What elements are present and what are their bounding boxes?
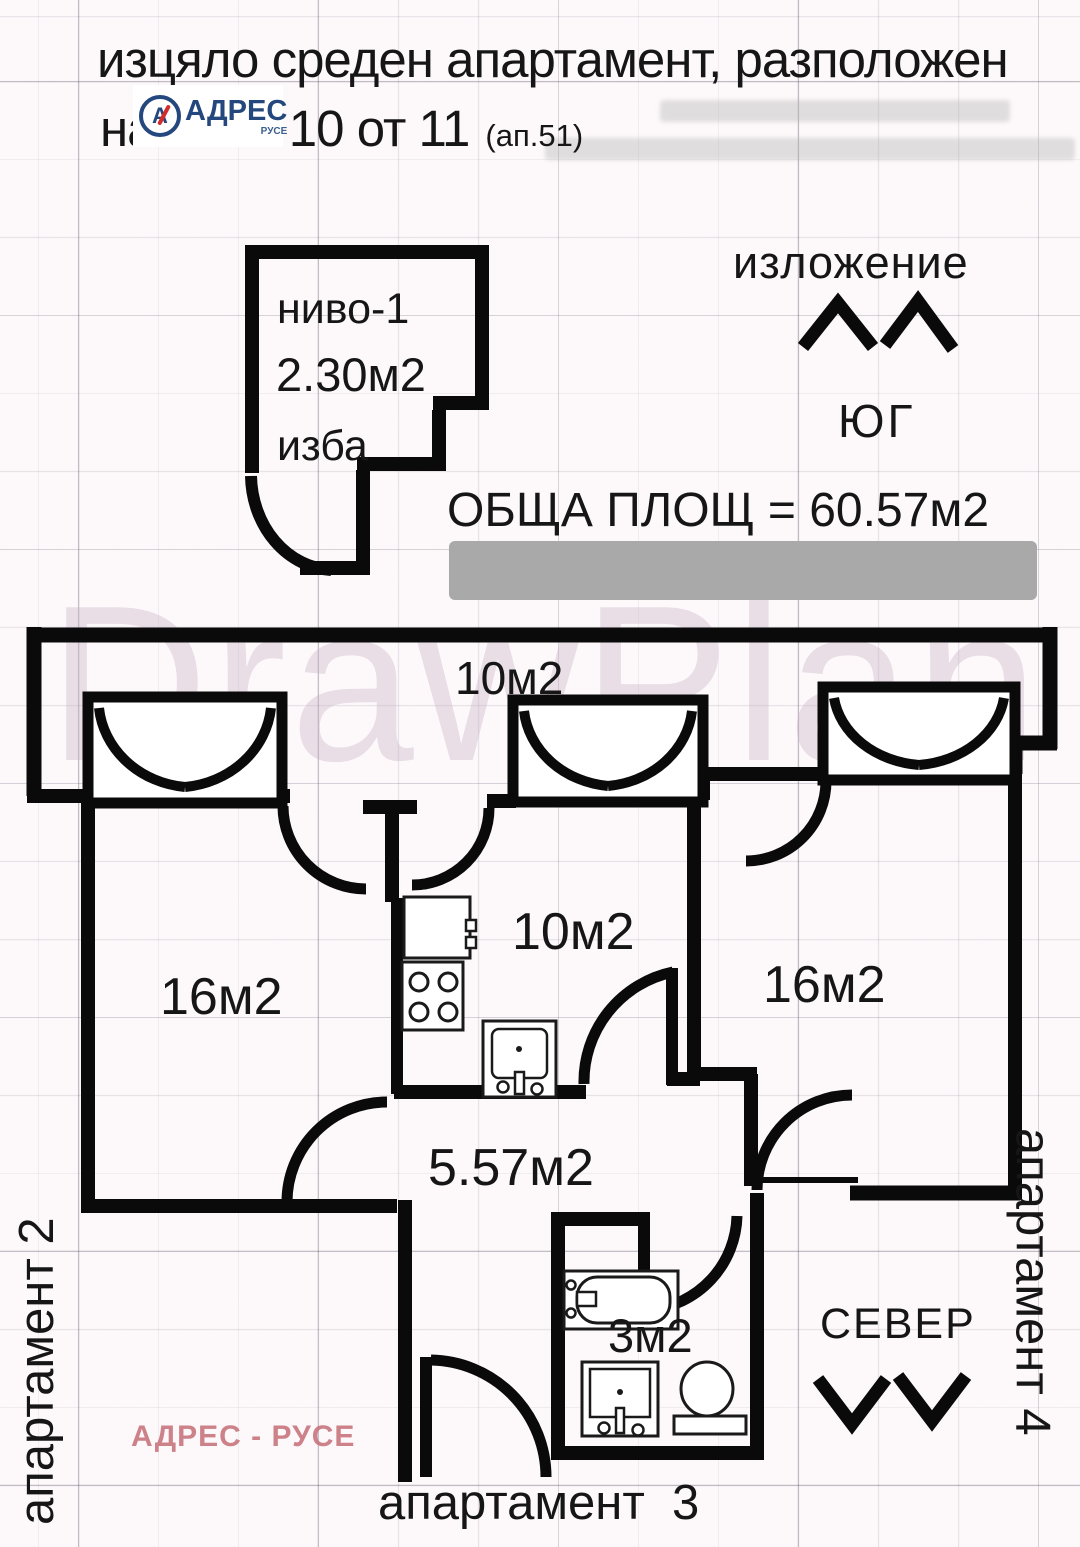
bathroom-area-label: 3м2 (608, 1309, 693, 1362)
exposure-label: изложение (733, 237, 969, 288)
storage-level-label: ниво-1 (277, 285, 410, 333)
logo-a-icon: А (139, 95, 181, 137)
door-arcs (277, 780, 853, 1478)
logo-city: РУСЕ (260, 125, 288, 137)
door-mullion (363, 800, 417, 902)
total-area-label: ОБЩА ПЛОЩ = 60.57м2 (447, 484, 990, 537)
window-icon (507, 694, 709, 808)
bathroom-fixtures (562, 1269, 748, 1438)
storage-area-label: 2.30м2 (276, 348, 426, 401)
south-chevron-icon (879, 290, 959, 353)
erased-text-smudge (545, 138, 1075, 160)
neighbor-apartment-4-label: апартамент 4 (1005, 1128, 1060, 1436)
stove-icon (400, 960, 465, 1032)
kitchen-area-label: 10м2 (512, 903, 635, 961)
bathroom-walls (551, 1193, 764, 1460)
agency-watermark: АДРЕС - РУСЕ (131, 1420, 356, 1453)
gray-redaction-bar (449, 541, 1037, 600)
corridor-door-arc (751, 1089, 853, 1191)
south-chevron-icon (797, 292, 879, 352)
kitchen-door-arc (578, 966, 675, 1085)
balcony-door-arc-left (277, 805, 367, 895)
bathroom-sink-icon (580, 1360, 660, 1438)
north-chevron-icon (892, 1372, 972, 1432)
windows (82, 681, 1021, 809)
storage-room-walls (245, 245, 489, 576)
balcony-area-label: 10м2 (455, 652, 564, 704)
erased-text-smudge (660, 100, 1010, 122)
kitchen-sink-icon (481, 1019, 558, 1099)
north-label: СЕВЕР (820, 1300, 976, 1348)
bathtub-icon (562, 1269, 680, 1331)
agency-logo: А АДРЕС РУСЕ (133, 85, 287, 147)
north-chevron-icon (812, 1375, 892, 1435)
room-right-area-label: 16м2 (763, 956, 886, 1014)
window-icon (817, 681, 1021, 786)
room-left-area-label: 16м2 (160, 968, 283, 1026)
neighbor-apartment-3-label: апартамент 3 (378, 1476, 700, 1530)
toilet-icon (672, 1360, 748, 1436)
kitchen-fixtures (400, 895, 558, 1099)
logo-name: АДРЕС (185, 94, 288, 127)
room-left-door-arc (281, 1096, 388, 1203)
room-right-door-arc (745, 780, 832, 867)
corridor-area-label: 5.57м2 (428, 1139, 594, 1197)
neighbor-apartment-2-label: апартамент 2 (10, 1217, 64, 1525)
orientation-marks (797, 290, 972, 1435)
storage-name-label: изба (277, 422, 368, 470)
balcony-walls (26, 627, 1058, 796)
south-label: ЮГ (838, 395, 916, 447)
inner-walls (81, 796, 1020, 1482)
kitchen-counter-icon (402, 895, 478, 960)
storage-door-arc (245, 475, 332, 576)
page-title-line1: изцяло среден апартамент, разположен (97, 31, 1009, 88)
balcony-door-arc-kitchen (411, 807, 495, 891)
apartment-number-text: (ап.51) (485, 118, 584, 153)
window-icon (82, 691, 288, 809)
entrance-door-arc (430, 1354, 552, 1478)
